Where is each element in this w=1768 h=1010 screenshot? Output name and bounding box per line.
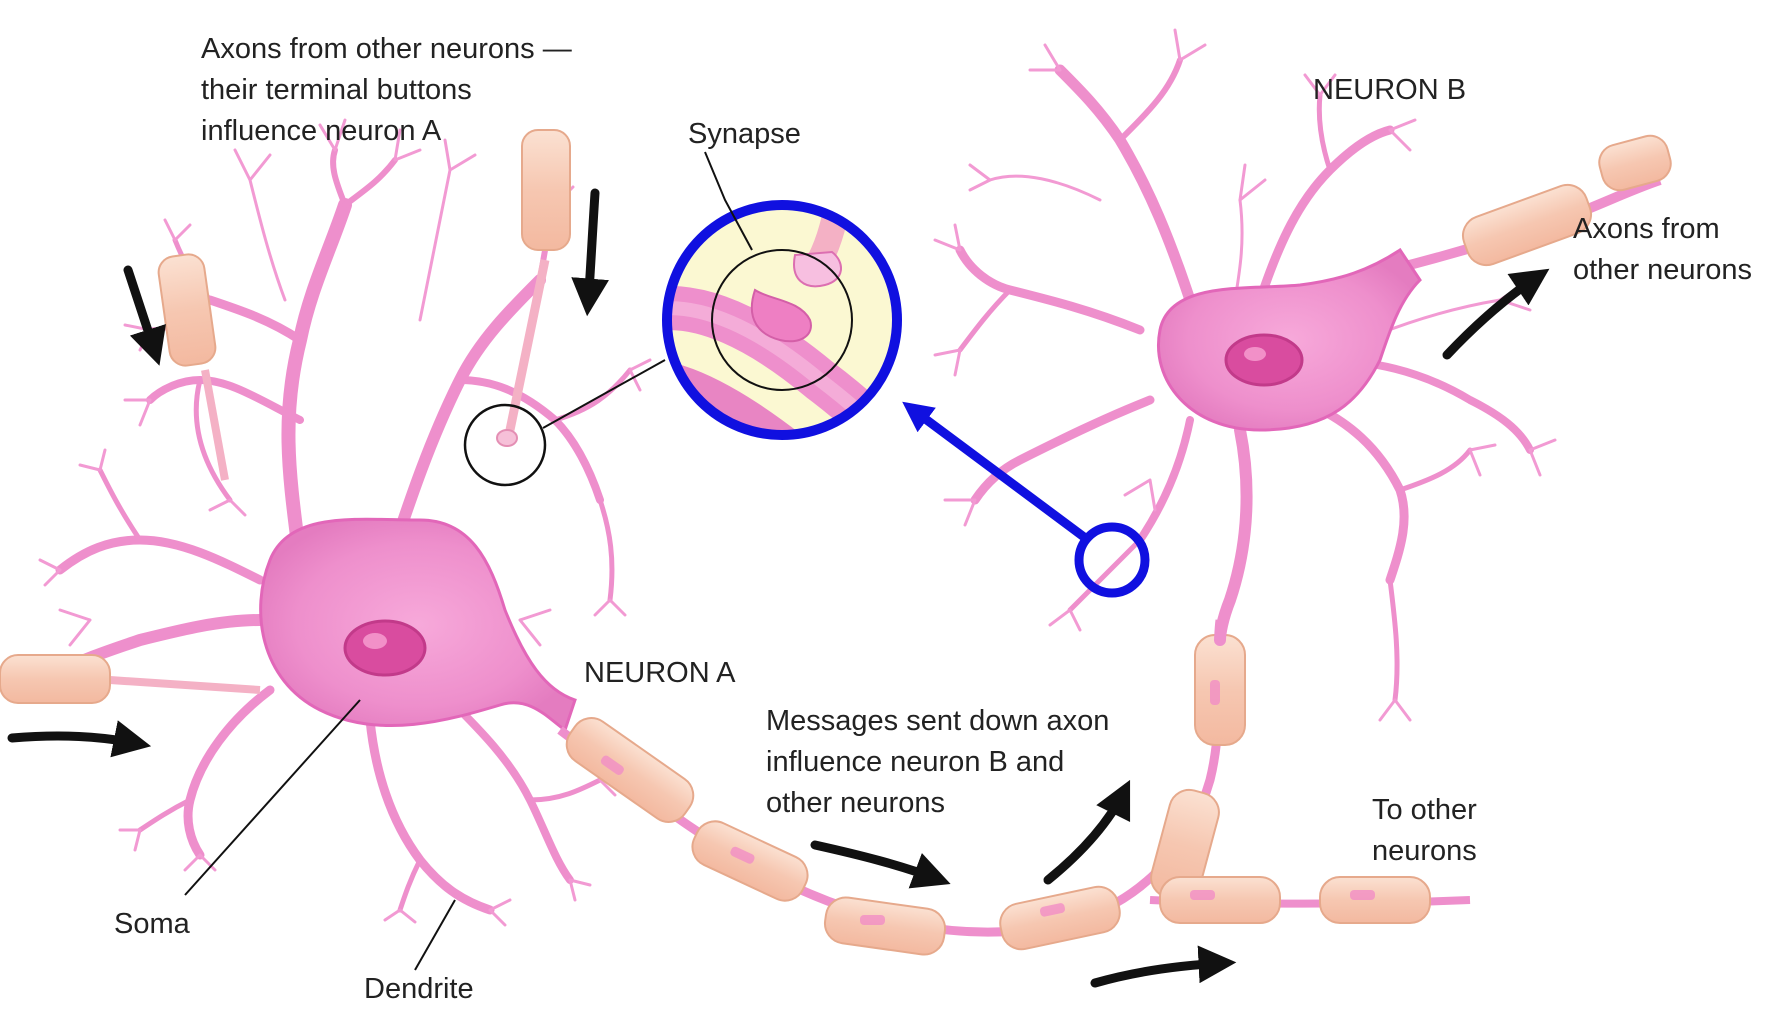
neuron-a-soma [261,519,575,730]
label-line: Messages sent down axon [766,701,1109,742]
label-axons-from-other-neurons-b: Axons from other neurons [1573,209,1752,291]
myelin-segment [559,710,701,830]
arrow-along-axon [815,845,940,880]
label-neuron-a-text: NEURON A [584,657,735,689]
label-line: other neurons [766,783,1109,824]
label-soma-text: Soma [114,908,190,940]
myelin-segment [997,883,1124,953]
myelin-segment [1160,877,1280,923]
arrow-to-other-neurons [1095,963,1225,983]
label-soma: Soma [114,904,190,945]
neuron-a [0,120,650,925]
arrow-into-neuron-a-upper-left [128,270,156,355]
synapse-callout-line [543,360,665,428]
zoom-arrow [912,409,1088,540]
incoming-axon-left [0,655,260,703]
label-line: To other [1372,790,1477,831]
label-neuron-a: NEURON A [584,653,735,694]
label-messages: Messages sent down axon influence neuron… [766,701,1109,824]
label-line: influence neuron A [201,111,572,152]
label-line: influence neuron B and [766,742,1109,783]
dendrite-leader-line [415,900,455,970]
label-line: neurons [1372,831,1477,872]
soma-leader-line [185,700,360,895]
neuron-b [935,30,1675,720]
myelin-segment [822,895,947,957]
myelin-segment [1320,877,1430,923]
incoming-axon-upper-left [157,252,225,480]
label-neuron-b-text: NEURON B [1313,74,1466,106]
label-axons-from-other-neurons-a: Axons from other neurons — their termina… [201,29,572,152]
label-synapse: Synapse [688,114,801,155]
synapse-inset [650,190,910,470]
arrow-into-neuron-a-left [12,736,140,744]
label-neuron-b: NEURON B [1313,70,1466,111]
neuron-b-nucleus [1226,335,1302,385]
label-synapse-text: Synapse [688,118,801,150]
label-dendrite: Dendrite [364,969,474,1010]
label-to-other-neurons: To other neurons [1372,790,1477,872]
label-line: other neurons [1573,250,1752,291]
neuron-a-nucleus [345,621,425,675]
arrow-out-of-neuron-b [1447,275,1540,355]
label-line: Axons from [1573,209,1752,250]
label-dendrite-text: Dendrite [364,973,474,1005]
arrow-into-neuron-a-top [588,193,595,305]
label-line: Axons from other neurons — [201,29,572,70]
label-line: their terminal buttons [201,70,572,111]
